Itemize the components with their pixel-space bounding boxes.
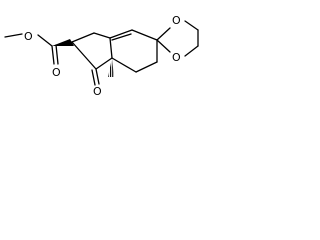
- bond-oxygen-carbonyl: [37, 34, 53, 47]
- bond-c7a-c1: [95, 57, 113, 70]
- bond-carbonyl-oxygen-single: [51, 45, 55, 65]
- atom-ester-ether-oxygen: O: [24, 30, 33, 43]
- bond-c4-c5: [131, 29, 158, 41]
- hashed-wedge-methyl: [108, 58, 114, 77]
- bond-c1-c2: [71, 41, 97, 70]
- bond-oxygen-ch2-top: [184, 20, 199, 31]
- bond-ketone-single: [95, 68, 100, 85]
- bond-c3a-c4-double: [111, 33, 132, 41]
- structure-canvas: O O O O O: [0, 0, 232, 117]
- bond-ketone-double: [91, 69, 96, 86]
- bond-oxygen-ch2-bottom: [184, 45, 199, 57]
- bond-c7-c7a: [111, 57, 137, 73]
- bond-carbonyl-oxygen-double: [55, 44, 59, 65]
- bond-c3-c3a: [93, 32, 111, 39]
- wedge-bond-c2: [52, 39, 74, 46]
- molecule-drawing: O O O O O: [4, 14, 199, 98]
- bond-c6-c7: [135, 61, 158, 73]
- atom-dioxolane-oxygen-top: O: [172, 14, 181, 27]
- bond-spiro-oxygen-bottom: [156, 39, 171, 53]
- bond-c3a-c7a: [109, 37, 113, 59]
- atom-ester-carbonyl-oxygen: O: [52, 66, 61, 79]
- atom-ketone-oxygen: O: [93, 85, 102, 98]
- bond-c2-c3: [71, 32, 95, 43]
- bond-c3a-c4: [109, 29, 133, 39]
- bond-spiro-oxygen-top: [156, 27, 171, 41]
- atom-dioxolane-oxygen-bottom: O: [172, 51, 181, 64]
- bond-methyl-oxygen: [4, 33, 23, 38]
